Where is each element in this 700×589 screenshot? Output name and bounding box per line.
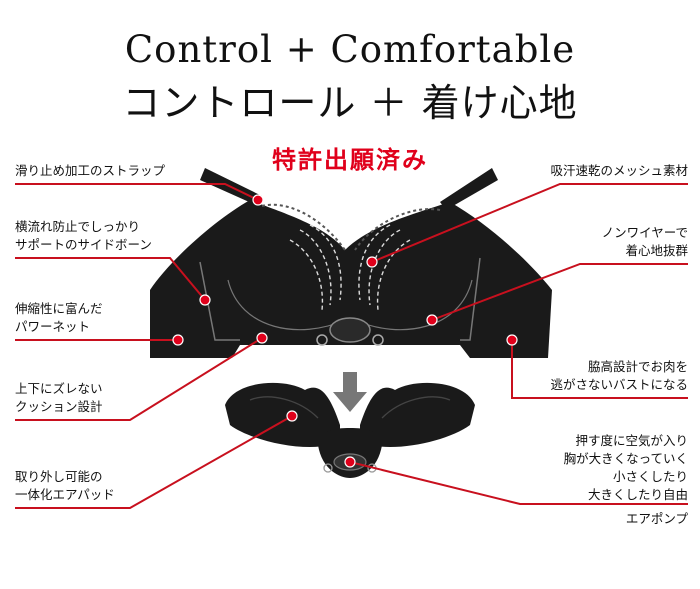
callout-dots — [172, 194, 518, 468]
label-side-bone-1: 横流れ防止でしっかり — [15, 219, 141, 234]
callout-lines — [15, 183, 688, 509]
label-armpit-1: 脇高設計でお肉を — [587, 359, 688, 374]
label-pump-2: 胸が大きくなっていく — [563, 451, 688, 466]
label-cushion-1: 上下にズレない — [15, 381, 103, 396]
label-pad-2: 一体化エアパッド — [15, 487, 115, 502]
label-power-net-1: 伸縮性に富んだ — [15, 301, 103, 316]
title-japanese: コントロール ＋ 着け心地 — [122, 81, 578, 125]
label-nonwire-2: 着心地抜群 — [625, 243, 688, 258]
label-pump-1: 押す度に空気が入り — [575, 433, 688, 448]
label-pump-5: エアポンプ — [625, 511, 688, 526]
title-english: Control + Comfortable — [124, 28, 576, 71]
label-mesh: 吸汗速乾のメッシュ素材 — [550, 163, 688, 178]
label-strap: 滑り止め加工のストラップ — [15, 163, 166, 178]
label-pad-1: 取り外し可能の — [15, 469, 103, 484]
down-arrow-icon — [333, 372, 367, 412]
label-cushion-2: クッション設計 — [15, 399, 103, 414]
patent-pending-label: 特許出願済み — [272, 146, 428, 174]
label-side-bone-2: サポートのサイドボーン — [15, 237, 152, 252]
bra-garment — [150, 168, 552, 358]
air-pad-illustration — [225, 382, 475, 478]
label-power-net-2: パワーネット — [15, 319, 91, 334]
label-nonwire-1: ノンワイヤーで — [601, 225, 688, 240]
label-pump-3: 小さくしたり — [612, 469, 688, 484]
label-armpit-2: 逃がさないバストになる — [550, 377, 688, 392]
label-pump-4: 大きくしたり自由 — [587, 487, 688, 502]
